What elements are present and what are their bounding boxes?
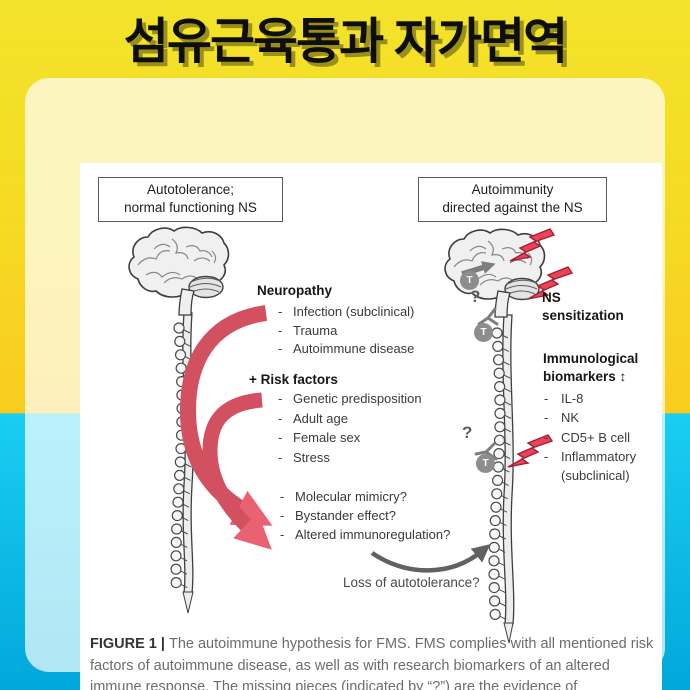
ns-sensitization-label: NS sensitization [542, 289, 624, 325]
ns-line2: sensitization [542, 308, 624, 323]
list-item: Bystander effect? [280, 506, 450, 525]
risk-factors-heading: + Risk factors [249, 372, 338, 387]
autotolerance-line1: Autotolerance; [146, 182, 235, 197]
list-item: IL-8 [544, 389, 636, 408]
list-item: Adult age [278, 409, 422, 429]
mechanisms-list: Molecular mimicry? Bystander effect? Alt… [280, 487, 450, 544]
biomarkers-line2: biomarkers ↕ [543, 369, 627, 384]
loss-curved-arrow [370, 544, 491, 573]
list-item: Molecular mimicry? [280, 487, 450, 506]
figure-panel: Autotolerance; normal functioning NS Aut… [80, 163, 662, 690]
right-spinal-cord [488, 314, 515, 644]
list-item: Infection (subclinical) [278, 303, 414, 322]
t-cell-icon: T [476, 454, 495, 473]
autoimmunity-line2: directed against the NS [442, 200, 583, 215]
biomarkers-list: IL-8 NK CD5+ B cell Inflammatory (subcli… [544, 389, 636, 485]
t-cell-icon: T [474, 323, 493, 342]
list-item: Altered immunoregulation? [280, 525, 450, 544]
biomarkers-line1: Immunological [543, 351, 639, 366]
list-item: (subclinical) [561, 468, 630, 484]
list-item: Trauma [278, 322, 414, 341]
loss-of-autotolerance-label: Loss of autotolerance? [343, 575, 480, 590]
risk-factors-list: Genetic predisposition Adult age Female … [278, 389, 422, 467]
question-mark-icon: ? [462, 423, 473, 442]
list-item: Inflammatory [544, 447, 636, 466]
autotolerance-box: Autotolerance; normal functioning NS [98, 177, 283, 222]
biomarkers-heading: Immunological biomarkers ↕ [543, 350, 638, 386]
ns-line1: NS [542, 290, 561, 305]
neuropathy-heading: Neuropathy [257, 283, 333, 298]
t-cell-icon: T [460, 271, 479, 290]
autotolerance-line2: normal functioning NS [124, 200, 257, 215]
left-brain-illustration [128, 226, 230, 316]
list-item: NK [544, 408, 636, 427]
figure-caption-text: The autoimmune hypothesis for FMS. FMS c… [90, 636, 654, 690]
page-title: 섬유근육통과 자가면역 [123, 15, 568, 69]
neuropathy-list: Infection (subclinical) Trauma Autoimmun… [278, 303, 414, 359]
question-mark-icon: ? [470, 287, 481, 306]
left-spinal-cord [170, 312, 194, 614]
figure-caption: FIGURE 1 |The autoimmune hypothesis for … [90, 634, 656, 690]
autoimmunity-line1: Autoimmunity [471, 182, 554, 197]
right-brain-illustration [444, 228, 546, 318]
list-item: Stress [278, 448, 422, 468]
content-card: Autotolerance; normal functioning NS Aut… [25, 78, 665, 690]
figure-illustration [128, 226, 573, 644]
list-item: Female sex [278, 428, 422, 448]
list-item: Genetic predisposition [278, 389, 422, 409]
list-item: Autoimmune disease [278, 340, 414, 359]
figure-caption-prefix: FIGURE 1 | [90, 636, 165, 652]
antibody-icon [477, 307, 499, 326]
autoimmunity-box: Autoimmunity directed against the NS [418, 177, 607, 222]
red-flow-arrows [179, 305, 273, 550]
list-item: CD5+ B cell [544, 428, 636, 447]
